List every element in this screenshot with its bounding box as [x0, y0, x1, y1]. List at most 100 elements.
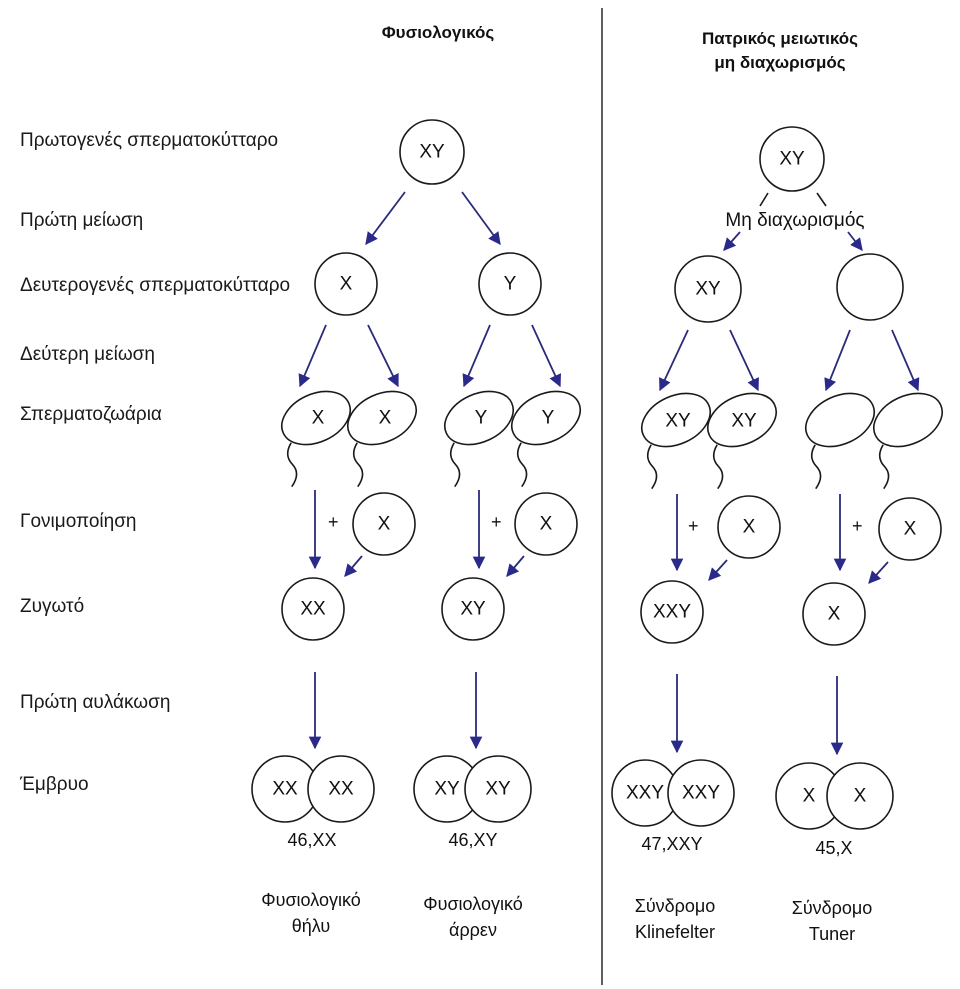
nd-primary-label: XY	[779, 149, 805, 170]
embryo-cell	[464, 755, 532, 823]
row-label-zygote: Ζυγωτό	[20, 596, 84, 617]
zygote-label: X	[828, 604, 841, 625]
sperm-label: XY	[731, 411, 757, 432]
plus-sign: +	[852, 516, 863, 536]
plus-sign: +	[688, 516, 699, 536]
row-label-meiosis1: Πρώτη μείωση	[20, 210, 143, 231]
header-nondisjunction-1: Πατρικός μειωτικός	[702, 29, 858, 48]
egg-label: X	[540, 514, 553, 535]
arrow	[365, 191, 406, 246]
outcome-label: θήλυ	[292, 916, 330, 936]
sperm	[511, 390, 581, 488]
sperm	[444, 390, 514, 488]
embryo-label: X	[854, 786, 867, 807]
arrow	[729, 329, 759, 392]
karyotype-label: 46,XX	[287, 830, 336, 850]
arrow	[847, 231, 863, 251]
sperm	[281, 390, 351, 488]
zygote-cell	[441, 577, 505, 641]
outcome-label: Φυσιολογικό	[423, 894, 523, 914]
sperm	[347, 390, 417, 488]
row-label-secondary: Δευτερογενές σπερματοκύτταρο	[20, 275, 290, 296]
egg-label: X	[904, 519, 917, 540]
normal-secondary-label-x: X	[340, 274, 353, 295]
egg-label: X	[743, 517, 756, 538]
row-label-meiosis2: Δεύτερη μείωση	[20, 344, 155, 365]
nd-primary-cell	[759, 126, 825, 192]
row-label-embryo: Έμβρυο	[19, 774, 89, 795]
arrow	[868, 561, 889, 584]
arrow	[298, 324, 327, 388]
arrow	[367, 324, 399, 388]
karyotype-label: 45,X	[815, 838, 852, 858]
embryo-label: XY	[485, 779, 511, 800]
normal-secondary-cell-y	[478, 252, 542, 316]
outcome-label: Φυσιολογικό	[261, 890, 361, 910]
normal-primary-cell	[399, 119, 465, 185]
zygote-label: XX	[300, 599, 326, 620]
outcome-label: Σύνδρομο	[635, 896, 716, 916]
arrow	[723, 231, 741, 251]
normal-secondary-label-y: Y	[504, 274, 517, 295]
arrow	[708, 559, 728, 581]
egg-cell	[514, 492, 578, 556]
normal-primary-label: XY	[419, 142, 445, 163]
row-label-primary: Πρωτογενές σπερματοκύτταρο	[20, 130, 278, 151]
sperm	[641, 392, 711, 490]
arrow	[461, 191, 501, 246]
embryo-cell	[307, 755, 375, 823]
arrow	[824, 329, 851, 392]
karyotype-label: 47,XXY	[641, 834, 702, 854]
header-normal: Φυσιολογικός	[382, 23, 495, 42]
arrow	[659, 329, 689, 392]
embryo-label: X	[803, 786, 816, 807]
zygote-label: XY	[460, 599, 486, 620]
outcome-label: Σύνδρομο	[792, 898, 873, 918]
arrow	[344, 555, 363, 577]
sperm-label: Y	[475, 408, 488, 429]
nd-secondary-cell-empty	[836, 253, 904, 321]
sperm	[805, 392, 875, 490]
sperm-label: X	[312, 408, 325, 429]
normal-secondary-cell-x	[314, 252, 378, 316]
sperm-label: XY	[665, 411, 691, 432]
arrow	[506, 555, 525, 577]
egg-cell	[352, 492, 416, 556]
nd-dash	[816, 192, 827, 207]
karyotype-label: 46,XY	[448, 830, 497, 850]
nd-secondary-cell-xy	[674, 255, 742, 323]
embryo-label: XY	[434, 779, 460, 800]
zygote-label: XXY	[653, 602, 691, 623]
zygote-cell	[640, 580, 704, 644]
outcome-label: άρρεν	[449, 920, 497, 940]
nondisjunction-label: Μη διαχωρισμός	[725, 210, 864, 231]
sperm	[873, 392, 943, 490]
header-nondisjunction-2: μη διαχωρισμός	[714, 53, 845, 72]
embryo-cell	[826, 762, 894, 830]
zygote-cell	[281, 577, 345, 641]
embryo-label: XXY	[682, 783, 720, 804]
embryo-label: XX	[328, 779, 354, 800]
nd-dash	[759, 192, 769, 207]
embryo-label: XXY	[626, 783, 664, 804]
sperm-label: X	[379, 408, 392, 429]
embryo-cell	[667, 759, 735, 827]
arrow	[891, 329, 920, 392]
sperm-label: Y	[542, 408, 555, 429]
outcome-label: Tuner	[809, 924, 855, 944]
egg-cell	[717, 495, 781, 559]
plus-sign: +	[491, 512, 502, 532]
sperm	[707, 392, 777, 490]
embryo-label: XX	[272, 779, 298, 800]
egg-cell	[878, 497, 942, 561]
zygote-cell	[802, 582, 866, 646]
outcome-label: Klinefelter	[635, 922, 715, 942]
arrow	[531, 324, 561, 388]
row-label-fertilization: Γονιμοποίηση	[20, 511, 137, 532]
nd-secondary-label-xy: XY	[695, 279, 721, 300]
plus-sign: +	[328, 512, 339, 532]
row-label-sperm: Σπερματοζωάρια	[20, 404, 162, 425]
arrow	[462, 324, 491, 388]
